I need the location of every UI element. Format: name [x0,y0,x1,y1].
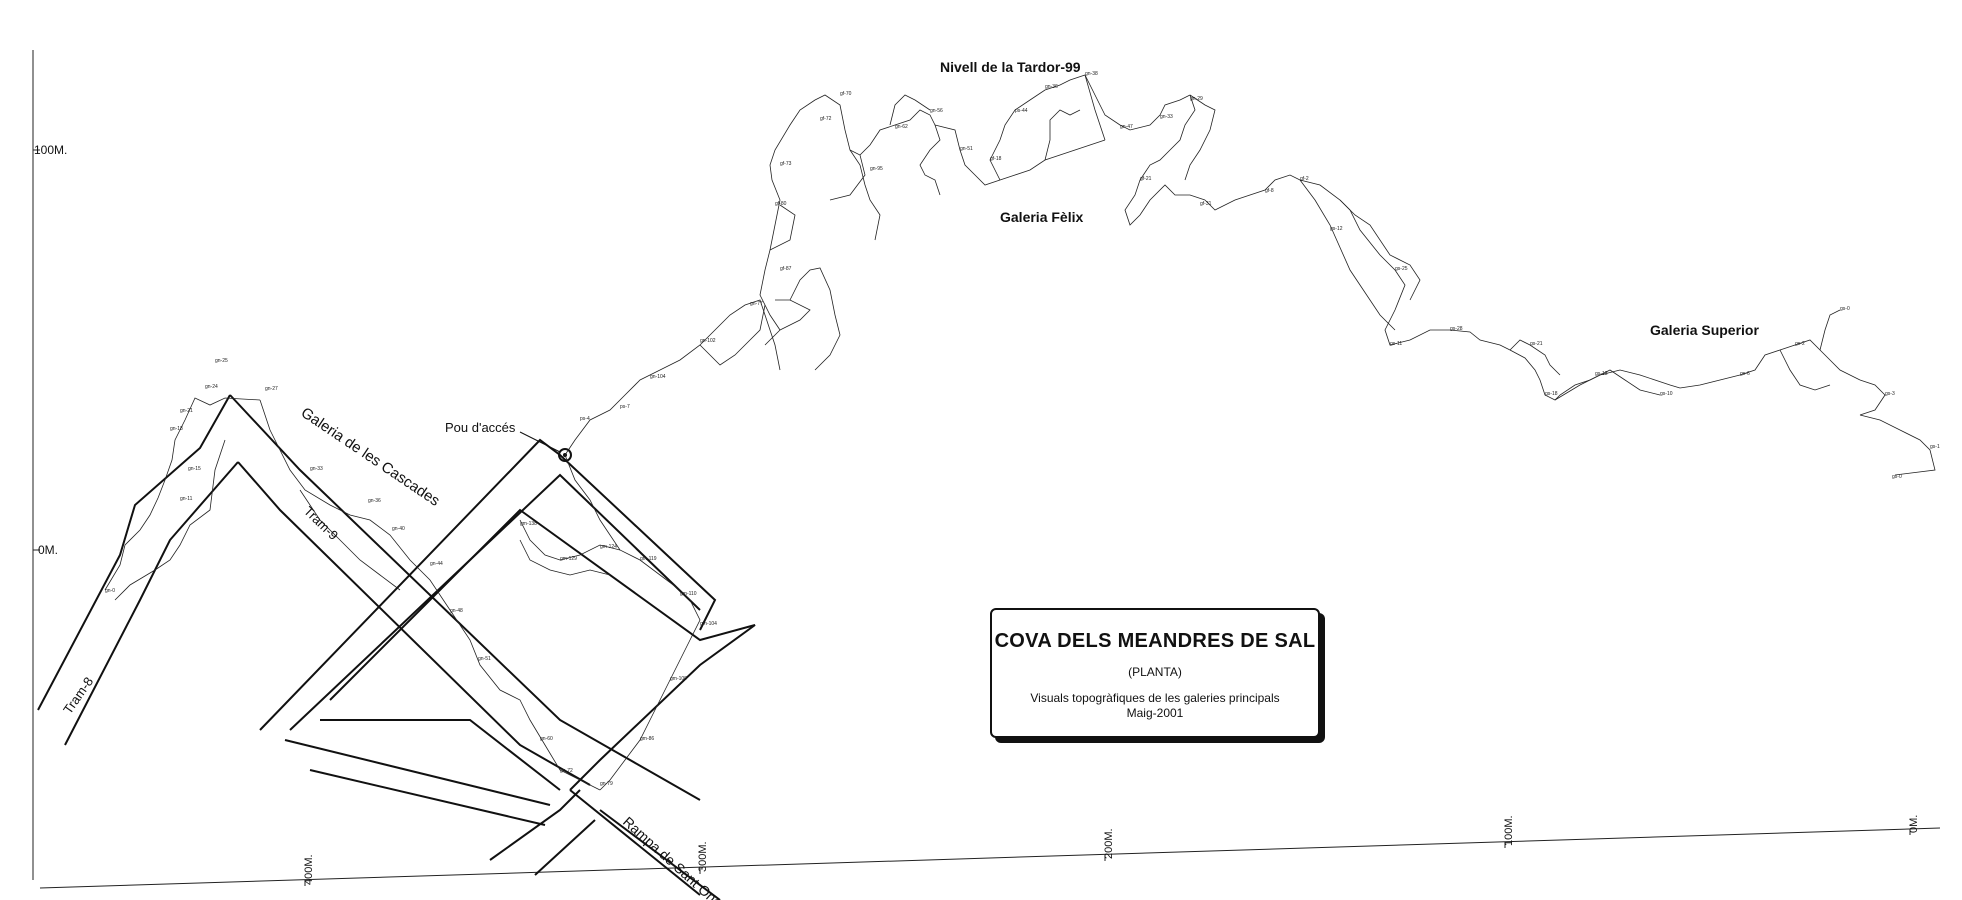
svg-text:gn-29: gn-29 [1190,96,1203,102]
scale-label-x200: 200M. [1103,828,1115,859]
svg-text:gn-62: gn-62 [895,124,908,130]
svg-text:gs-0: gs-0 [1840,306,1850,312]
svg-text:gs-21: gs-21 [1530,341,1543,347]
svg-text:gs-25: gs-25 [1395,266,1408,272]
svg-text:gf-31: gf-31 [1200,201,1212,207]
svg-text:ps-44: ps-44 [1015,108,1028,114]
svg-text:gn-40: gn-40 [392,526,405,532]
label-nivell-tardor: Nivell de la Tardor-99 [940,59,1081,75]
svg-text:gs-13: gs-13 [1595,371,1608,377]
scale-label-x0: 0M. [1908,815,1920,833]
svg-text:gs-1: gs-1 [1930,444,1940,450]
map-date: Maig-2001 [1126,706,1184,720]
scale-label-y0: 0M. [38,543,58,557]
bottom-scale-ticks [304,829,1911,886]
svg-text:ps-4: ps-4 [580,416,590,422]
svg-text:gs-11: gs-11 [1390,341,1402,347]
left-scale-ticks [33,149,40,551]
svg-text:gn-95: gn-95 [870,166,883,172]
label-galeria-cascades: Galeria de les Cascades [298,404,443,509]
svg-text:gf-18: gf-18 [990,156,1002,162]
svg-text:gn-72: gn-72 [560,768,573,774]
label-pou-acces: Pou d'accés [445,420,516,435]
scale-label-x300: 300M. [697,841,709,872]
svg-text:gn-104: gn-104 [650,374,666,380]
svg-text:gn-102: gn-102 [700,338,716,344]
cascades-walls [229,394,701,801]
svg-text:gn-60: gn-60 [540,736,553,742]
svg-text:gm-110: gm-110 [680,591,697,597]
label-galeria-superior: Galeria Superior [1650,322,1759,338]
svg-text:gs-10: gs-10 [1660,391,1673,397]
svg-text:gn-25: gn-25 [215,358,228,364]
svg-text:gn-18: gn-18 [170,426,183,432]
map-subtitle: (PLANTA) [1128,665,1182,679]
svg-text:gn-44: gn-44 [430,561,443,567]
svg-text:gm-124: gm-124 [600,544,617,550]
svg-text:gf-2: gf-2 [1300,176,1309,182]
tram-8-walls [37,394,239,746]
svg-text:gm-104: gm-104 [700,621,717,627]
svg-text:gn-0: gn-0 [105,588,115,594]
svg-text:gn-51: gn-51 [960,146,973,152]
svg-text:gn-77: gn-77 [750,301,763,307]
svg-text:gf-87: gf-87 [780,266,792,272]
svg-text:gn-36: gn-36 [368,498,381,504]
scale-label-x400: 400M. [303,854,315,885]
lower-corridor-walls [284,739,721,900]
scale-label-x100: 100M. [1503,815,1515,846]
svg-text:gm-100: gm-100 [670,676,687,682]
svg-text:gf-70: gf-70 [840,91,852,97]
svg-text:gf-80: gf-80 [775,201,787,207]
label-rampa-sant-onofre: Rampa de Sant Onofre [620,813,738,900]
svg-text:gs-28: gs-28 [1450,326,1463,332]
svg-text:gn-51: gn-51 [478,656,491,662]
svg-text:gs-3: gs-3 [1885,391,1895,397]
svg-text:gs-12: gs-12 [1330,226,1343,232]
svg-text:gf-73: gf-73 [780,161,792,167]
svg-text:gn-33: gn-33 [1160,114,1173,120]
access-point-marker [558,448,572,462]
map-description: Visuals topogràfiques de les galeries pr… [1030,691,1280,705]
svg-text:gn-15: gn-15 [188,466,201,472]
survey-station-labels: gn-25 gn-24 gn-21 gn-18 gn-15 gn-11 gn-0… [105,71,1940,787]
svg-text:gs-2: gs-2 [1795,341,1805,347]
svg-text:gn-79: gn-79 [600,781,613,787]
svg-text:gn-38: gn-38 [1085,71,1098,77]
svg-text:gn-11: gn-11 [180,496,193,502]
svg-text:gn-24: gn-24 [205,384,218,390]
svg-text:gm-119: gm-119 [640,556,657,562]
svg-text:ps-7: ps-7 [620,404,630,410]
svg-text:gn-27: gn-27 [265,386,278,392]
svg-text:gn-21: gn-21 [180,408,193,414]
scale-label-y100: 100M. [34,143,67,157]
svg-text:gs-18: gs-18 [1545,391,1558,397]
survey-traverse-lines [104,74,1936,791]
map-title: COVA DELS MEANDRES DE SAL [994,630,1316,652]
svg-text:gs-6: gs-6 [1740,371,1750,377]
map-title-box: COVA DELS MEANDRES DE SAL (PLANTA) Visua… [990,608,1320,738]
bottom-axis-line [39,827,1941,889]
label-galeria-felix: Galeria Fèlix [1000,209,1083,225]
svg-text:gf-8: gf-8 [1265,188,1274,194]
svg-text:gn-47: gn-47 [1120,124,1133,130]
svg-text:gf-21: gf-21 [1140,176,1152,182]
svg-text:gm-138: gm-138 [520,521,537,527]
svg-text:gm-129: gm-129 [560,556,577,562]
svg-text:gs-0: gs-0 [1892,474,1902,480]
svg-text:gn-33: gn-33 [310,466,323,472]
svg-text:gn-48: gn-48 [450,608,463,614]
access-shaft-walls [259,438,756,791]
svg-text:gm-86: gm-86 [640,736,654,742]
svg-text:gn-56: gn-56 [930,108,943,114]
svg-text:gn-36: gn-36 [1045,84,1058,90]
svg-text:gf-72: gf-72 [820,116,832,122]
